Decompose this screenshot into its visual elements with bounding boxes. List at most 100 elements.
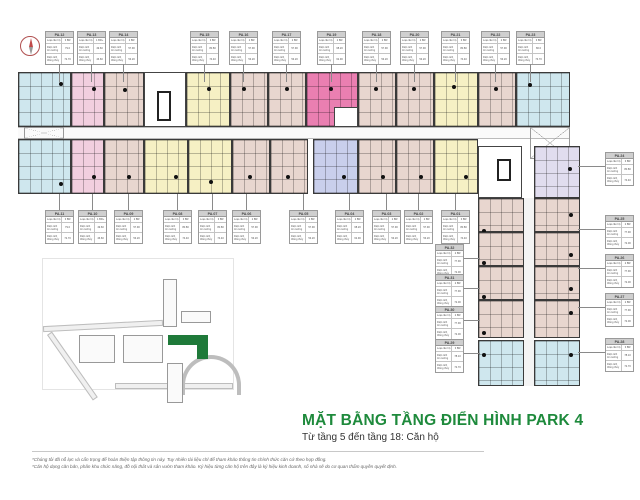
unit-pa16[interactable] — [230, 72, 268, 127]
unit-area-wall: 80.80 — [460, 226, 467, 229]
unit-pa27-lower[interactable] — [534, 300, 580, 338]
leader-line — [495, 64, 496, 82]
unit-area-clear: 72.00 — [454, 300, 461, 304]
unit-pa11[interactable] — [18, 139, 71, 194]
unit-type: 2 BR — [248, 39, 255, 42]
page-title: MẶT BẰNG TẦNG ĐIỂN HÌNH PARK 4 — [302, 412, 584, 429]
leader-line — [59, 64, 60, 82]
unit-pa05[interactable] — [270, 139, 308, 194]
unit-area-clear: 53.20 — [291, 57, 298, 61]
unit-area-clear: 74.40 — [460, 236, 467, 240]
field-label-area-clear: Diện tích thông thủy — [363, 54, 380, 64]
unit-area-clear: 46.60 — [96, 57, 103, 61]
unit-code: PA.17 — [273, 32, 300, 38]
unit-type: 3 BR — [460, 39, 467, 42]
unit-pa08[interactable] — [144, 139, 188, 194]
unit-type: 2 BR — [454, 314, 461, 317]
unit-code: PA.32 — [436, 245, 463, 251]
unit-pa18[interactable] — [358, 72, 396, 127]
unit-pa27[interactable] — [534, 266, 580, 300]
unit-pa12[interactable] — [18, 72, 71, 127]
unit-pa10[interactable] — [71, 139, 104, 194]
unit-pa13[interactable] — [71, 72, 104, 127]
site-block-1 — [79, 335, 115, 363]
unit-pa23[interactable] — [516, 72, 570, 127]
field-label-area-clear: Diện tích thông thủy — [273, 54, 290, 64]
unit-area-wall: 49.60 — [96, 47, 103, 50]
field-label-area-wall: Diện tích tim tường — [115, 223, 132, 232]
unit-area-clear: 74.40 — [209, 57, 216, 61]
field-label-area-wall: Diện tích tim tường — [46, 223, 63, 232]
unit-area-wall: 79.0 — [65, 226, 71, 229]
unit-pa28[interactable] — [534, 340, 580, 386]
field-label-area-clear: Diện tích thông thủy — [79, 233, 96, 243]
unit-pa31[interactable] — [478, 232, 524, 266]
unit-pa04[interactable] — [313, 139, 358, 194]
field-label-type: Loại căn hộ — [80, 217, 96, 222]
field-label-area-clear: Diện tích thông thủy — [405, 233, 422, 243]
unit-pa26[interactable] — [534, 232, 580, 266]
leader-line — [578, 352, 605, 353]
unit-area-clear: 53.20 — [381, 57, 388, 61]
unit-area-wall: 57.90 — [308, 226, 315, 229]
field-label-area-clear: Diện tích thông thủy — [482, 54, 499, 64]
unit-area-wall: 78.10 — [624, 354, 631, 357]
unit-code: PA.11 — [46, 211, 73, 217]
unit-pa07[interactable] — [188, 139, 232, 194]
unit-pa25[interactable] — [534, 198, 580, 232]
field-label-area-wall: Diện tích tim tường — [230, 44, 247, 53]
unit-pa01[interactable] — [434, 139, 478, 194]
field-label-area-wall: Diện tích tim tường — [606, 306, 623, 315]
unit-pa15[interactable] — [186, 72, 230, 127]
unit-pa32[interactable] — [478, 198, 524, 233]
unit-pa29[interactable] — [478, 340, 524, 386]
field-label-area-clear: Diện tích thông thủy — [606, 361, 623, 371]
unit-code: PA.29 — [436, 340, 463, 346]
field-label-area-clear: Diện tích thông thủy — [606, 277, 623, 287]
field-label-area-wall: Diện tích tim tường — [606, 165, 623, 174]
leader-line — [464, 288, 480, 289]
unit-pa20[interactable] — [396, 72, 434, 127]
leader-line — [286, 64, 287, 82]
unit-code: PA.01 — [442, 211, 469, 217]
field-label-type: Loại căn hộ — [364, 38, 380, 43]
unit-pa09[interactable] — [104, 139, 144, 194]
unit-pa14[interactable] — [104, 72, 144, 127]
unit-area-wall: 68.20 — [336, 47, 343, 50]
leader-line — [578, 307, 605, 308]
field-label-type: Loại căn hộ — [47, 38, 63, 43]
unit-pa02[interactable] — [396, 139, 434, 194]
leader-line — [464, 353, 480, 354]
unit-pa26-left[interactable] — [478, 300, 524, 338]
field-label-area-clear: Diện tích thông thủy — [442, 54, 459, 64]
unit-area-wall: 77.90 — [454, 322, 461, 325]
field-label-type: Loại căn hộ — [116, 217, 132, 222]
unit-pa22[interactable] — [478, 72, 516, 127]
unit-pa24[interactable] — [534, 146, 580, 198]
unit-type: 2 BR — [454, 252, 461, 255]
field-label-type: Loại căn hộ — [437, 313, 453, 318]
unit-pa03[interactable] — [358, 139, 396, 194]
unit-pa06[interactable] — [232, 139, 270, 194]
unit-area-clear: 74.40 — [217, 236, 224, 240]
leader-line — [123, 64, 124, 82]
field-label-area-wall: Diện tích tim tường — [199, 223, 216, 232]
stair-core-center — [334, 107, 358, 127]
unit-area-wall: 77.90 — [454, 260, 461, 263]
unit-pa21[interactable] — [434, 72, 478, 127]
field-label-area-wall: Diện tích tim tường — [191, 44, 208, 53]
unit-pa17[interactable] — [268, 72, 306, 127]
field-label-area-clear: Diện tích thông thủy — [318, 54, 335, 64]
unit-area-wall: 77.90 — [624, 270, 631, 273]
road-east-curve — [181, 355, 241, 395]
unit-pa30[interactable] — [478, 266, 524, 300]
field-label-area-wall: Diện tích tim tường — [606, 267, 623, 276]
unit-area-clear: 53.20 — [251, 236, 258, 240]
leader-line — [243, 64, 244, 82]
